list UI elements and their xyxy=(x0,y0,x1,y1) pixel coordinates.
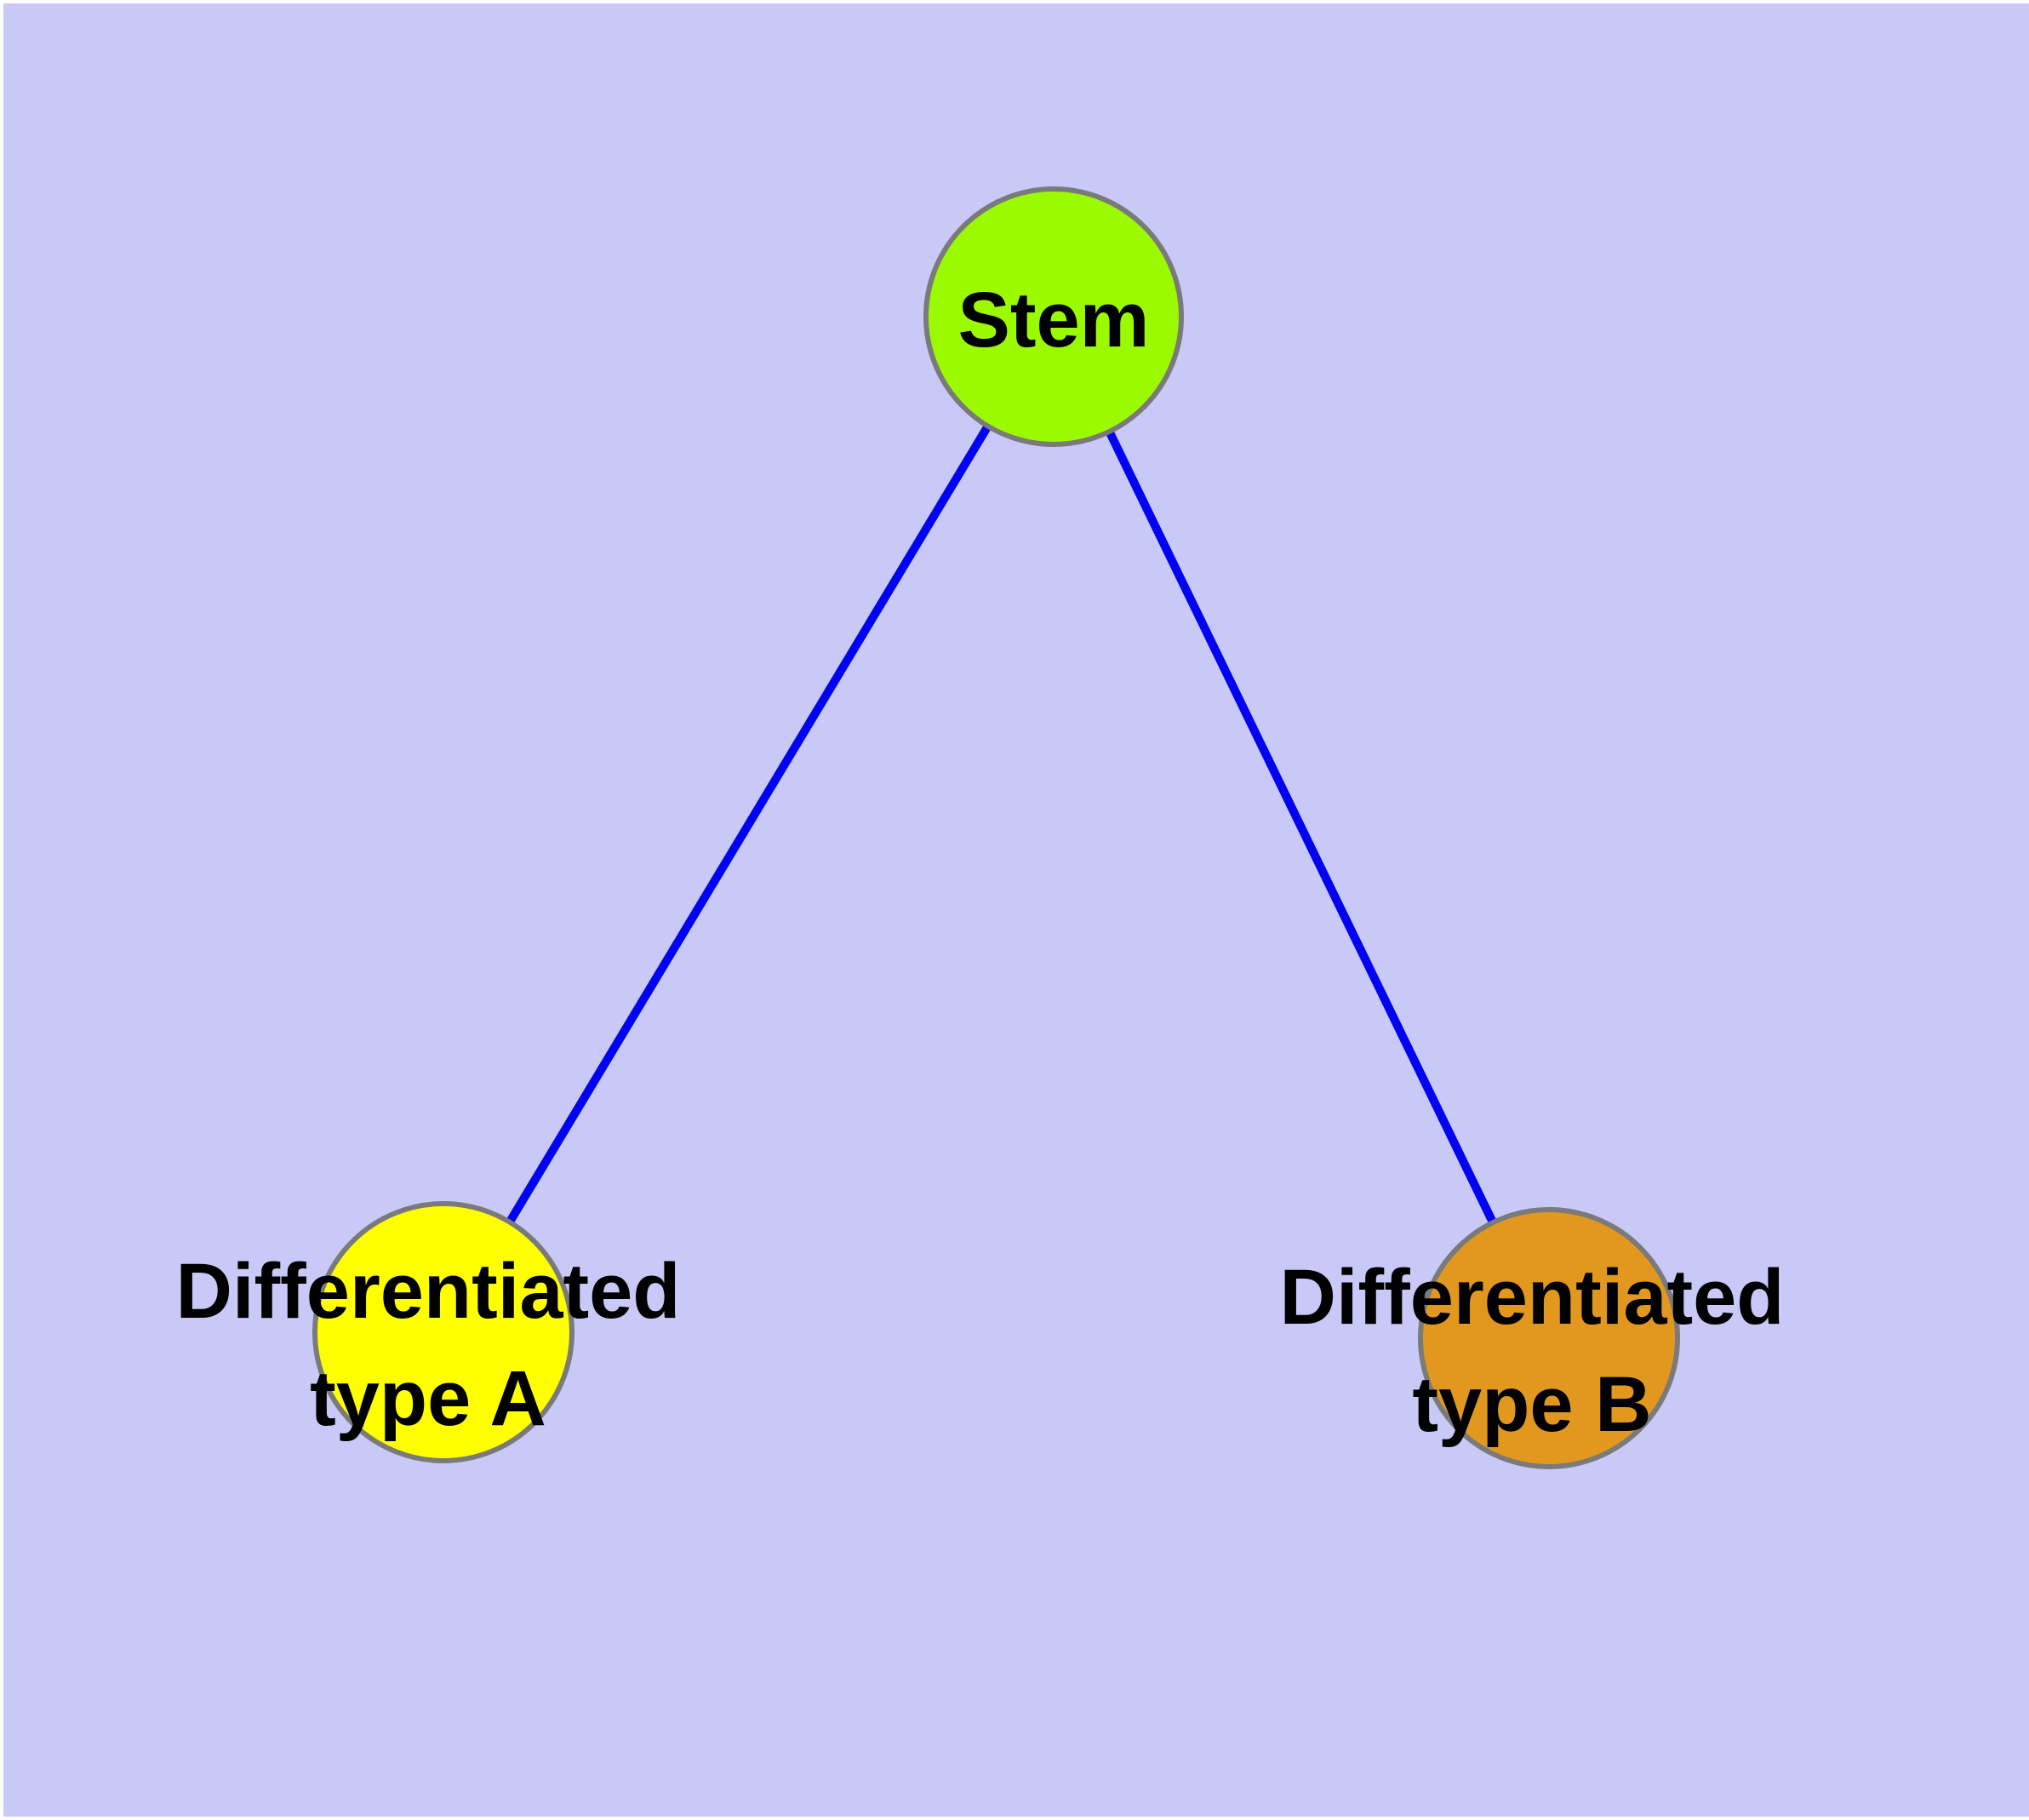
node-stem xyxy=(923,186,1184,447)
edge-stem-to-type-a xyxy=(439,314,1058,1335)
node-type-a-label-line1: Differentiated xyxy=(176,1248,681,1335)
node-type-b xyxy=(1418,1207,1680,1469)
node-type-a xyxy=(312,1201,574,1463)
node-stem-label: Stem xyxy=(958,277,1150,363)
node-type-a-label-line2: type A xyxy=(310,1355,546,1442)
edge-stem-to-type-b xyxy=(1049,314,1553,1341)
node-type-b-label-line1: Differentiated xyxy=(1280,1254,1785,1341)
node-type-b-label-line2: type B xyxy=(1412,1361,1651,1448)
